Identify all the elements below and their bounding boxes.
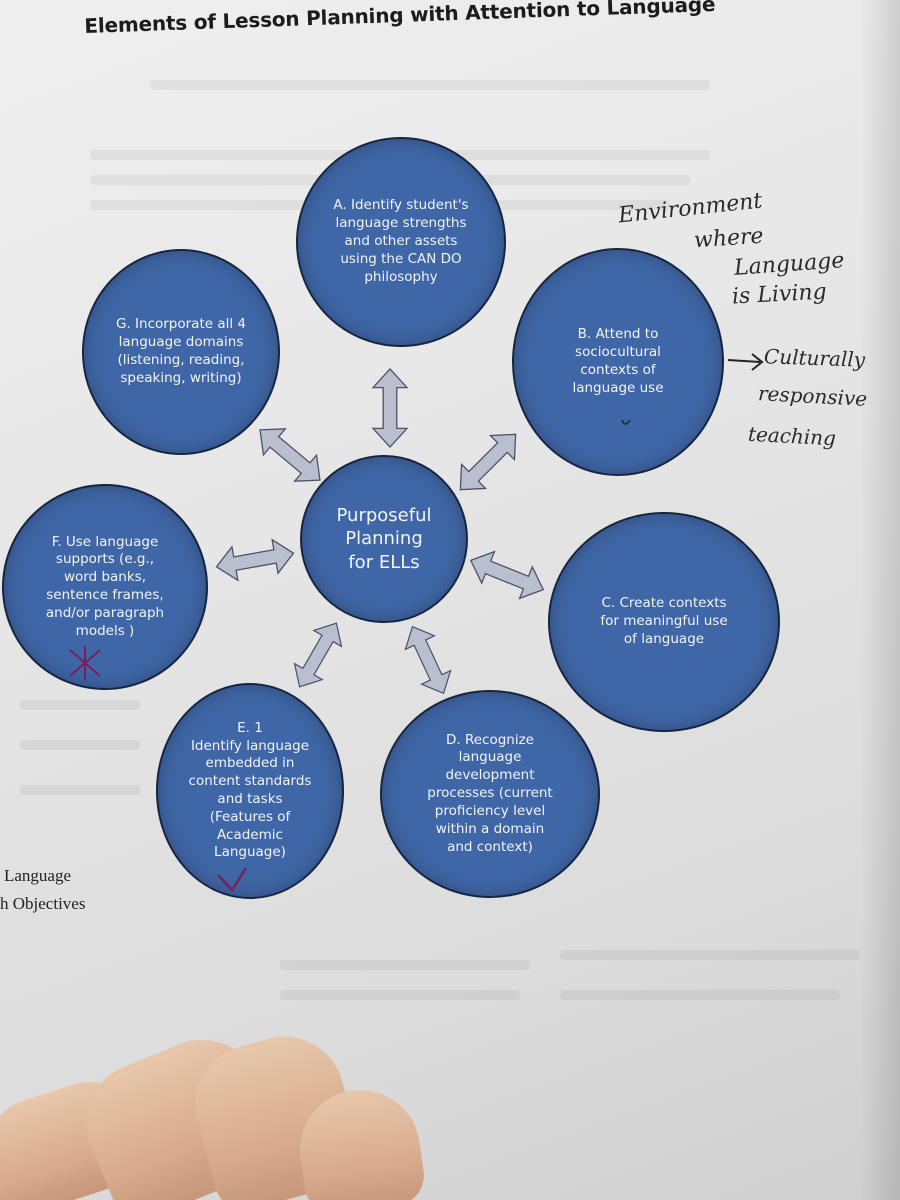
node-d-circle: D. Recognize language development proces…	[380, 690, 600, 898]
node-c-circle: C. Create contexts for meaningful use of…	[548, 512, 780, 732]
checkmark-icon	[217, 867, 248, 893]
hand-arrow-icon	[727, 353, 764, 371]
node-b-circle: B. Attend to sociocultural contexts of l…	[512, 248, 724, 476]
page-edge-shadow	[860, 0, 900, 1200]
side-text-language: Language	[4, 866, 72, 885]
node-g-text: G. Incorporate all 4 language domains (l…	[115, 316, 246, 386]
node-a-text: A. Identify student's language strengths…	[333, 197, 469, 285]
node-g-circle: G. Incorporate all 4 language domains (l…	[82, 249, 280, 455]
node-e-circle: E. 1 Identify language embedded in conte…	[156, 683, 344, 899]
small-pen-mark	[621, 419, 631, 425]
node-f-circle: F. Use language supports (e.g., word ban…	[2, 484, 208, 690]
center-circle: Purposeful Planning for ELLs	[300, 455, 468, 623]
handwriting-teaching: teaching	[747, 421, 837, 451]
hand-fingers	[0, 1020, 440, 1200]
node-b-text: B. Attend to sociocultural contexts of l…	[572, 326, 664, 396]
node-d-text: D. Recognize language development proces…	[427, 731, 553, 855]
node-a-circle: A. Identify student's language strengths…	[296, 137, 506, 347]
handwriting-is-living: is Living	[731, 279, 828, 310]
side-text-objectives: h Objectives	[0, 894, 86, 913]
handwriting-culturally: Culturally	[763, 344, 866, 372]
handwriting-where: where	[693, 223, 765, 254]
node-f-text: F. Use language supports (e.g., word ban…	[45, 533, 165, 639]
asterisk-mark-icon	[69, 646, 101, 680]
center-text: Purposeful Planning for ELLs	[336, 504, 432, 573]
node-e-text: E. 1 Identify language embedded in conte…	[188, 719, 312, 861]
node-c-text: C. Create contexts for meaningful use of…	[600, 595, 728, 647]
